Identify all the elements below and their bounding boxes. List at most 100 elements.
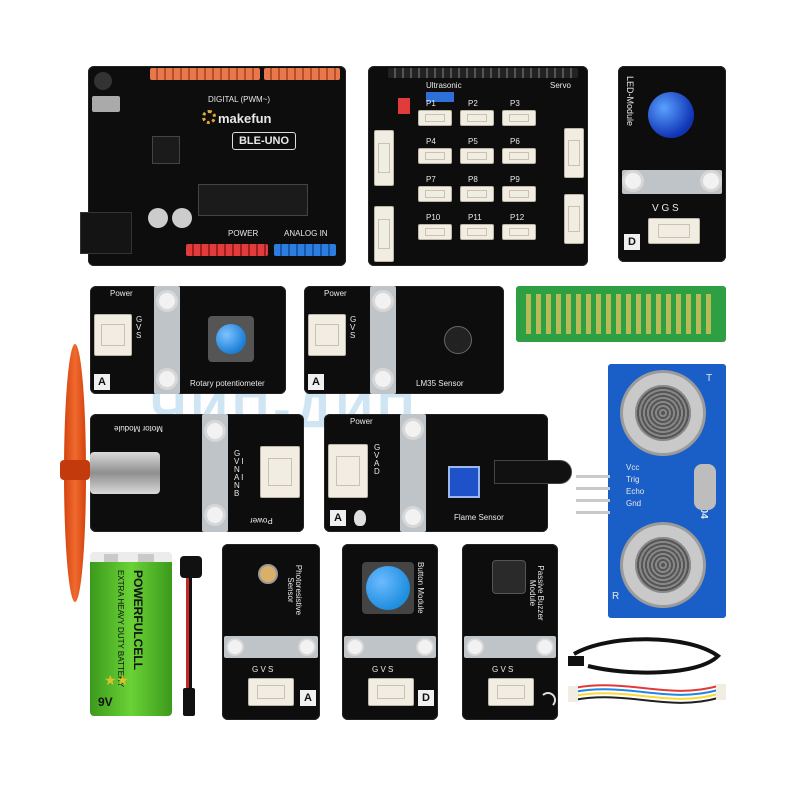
battery-terminal-1 <box>104 554 118 562</box>
battery-terminal-2 <box>138 554 154 562</box>
photoresistor <box>258 564 278 584</box>
wire-black <box>573 696 719 704</box>
mount-hole-top <box>402 418 424 440</box>
button-connector <box>368 678 414 706</box>
photo-connector <box>248 678 294 706</box>
shield-port-label: P2 <box>468 99 478 108</box>
power-header <box>186 244 268 256</box>
buzzer-module-board: Passive Buzzer Module G V S <box>462 544 558 720</box>
shield-port-connector <box>418 224 452 240</box>
mount-hole-top <box>204 420 226 442</box>
receiver-mesh <box>635 537 691 593</box>
photo-pin-labels: G V S <box>252 665 274 674</box>
flame-connector <box>328 444 368 498</box>
model-label: BLE-UNO <box>238 135 290 147</box>
lm35-pin-labels: G V S <box>350 315 357 340</box>
ultrasonic-port-label: Ultrasonic <box>426 81 462 90</box>
led-module-board: LED-Module V G S D <box>618 66 726 262</box>
pot-knob <box>216 324 246 354</box>
buzzer-module-title: Passive Buzzer Module <box>528 565 545 621</box>
digital-header-right <box>264 68 340 80</box>
shield-port-connector <box>418 110 452 126</box>
usb-cable <box>572 637 722 675</box>
motor-connector <box>260 446 300 498</box>
lm35-module-board: Power G V S A LM35 Sensor <box>304 286 504 394</box>
passive-buzzer <box>492 560 526 594</box>
pin-label-echo: Echo <box>626 487 645 496</box>
button-module-board: Button Module G V S D <box>342 544 438 720</box>
mount-hole-top <box>372 290 394 312</box>
button-mount-bar <box>344 636 436 658</box>
battery-voltage: 9V <box>98 695 113 709</box>
dc-motor <box>90 452 160 494</box>
shield-port-label: P3 <box>510 99 520 108</box>
motor-power-label: Power <box>250 516 273 525</box>
blue-led-dome <box>648 92 694 138</box>
sound-wave-icon <box>540 692 556 708</box>
wire-yellow <box>573 692 719 700</box>
shield-port-label: P5 <box>468 137 478 146</box>
led-pin-labels: V G S <box>652 203 679 214</box>
wire-connector-right <box>716 684 726 700</box>
mount-hole-right <box>536 638 554 656</box>
wire-blue <box>573 688 719 696</box>
buzzer-pin-labels: G V S <box>492 665 514 674</box>
green-header-board <box>516 286 726 342</box>
pot-pin-labels: G V S <box>136 315 143 340</box>
power-pin-label: POWER <box>228 229 259 238</box>
trim-potentiometer <box>448 466 480 498</box>
motor-module-board: Motor Module G V INA INB Power <box>90 414 304 532</box>
battery-snap <box>180 556 202 578</box>
led-module-title: LED-Module <box>625 76 635 127</box>
ultrasonic-header <box>426 92 454 102</box>
shield-port-connector <box>460 148 494 164</box>
wire-connector-left <box>568 686 578 702</box>
transmitter-can <box>620 370 706 456</box>
header-pins <box>526 294 716 334</box>
potentiometer-module-board: Power G V S A Rotary potentiometer <box>90 286 286 394</box>
shield-port-connector <box>460 224 494 240</box>
flame-module-badge: A <box>330 510 346 526</box>
analog-pin-label: ANALOG IN <box>284 229 328 238</box>
mount-hole-right <box>298 638 316 656</box>
lm35-module-badge: A <box>308 374 324 390</box>
shield-port-connector <box>460 186 494 202</box>
photoresistor-module-board: Photoresistive Sensor G V S A <box>222 544 320 720</box>
led-module-badge: D <box>624 234 640 250</box>
shield-port-label: P4 <box>426 137 436 146</box>
dc-barrel-plug <box>183 688 195 716</box>
star-icon: ★★ <box>104 672 130 688</box>
shield-port-connector <box>502 186 536 202</box>
jumper-red <box>398 98 410 114</box>
usb-port <box>92 96 120 112</box>
shield-port-label: P7 <box>426 175 436 184</box>
flame-power-label: Power <box>350 417 373 426</box>
battery-cable <box>186 578 192 688</box>
capacitor-1 <box>148 208 168 228</box>
lm35-module-title: LM35 Sensor <box>416 379 464 388</box>
button-pin-labels: G V S <box>372 665 394 674</box>
battery-type: EXTRA HEAVY DUTY BATTERY <box>116 570 125 688</box>
mount-hole-left <box>346 638 364 656</box>
button-module-title: Button Module <box>416 562 425 614</box>
shield-port-connector <box>418 148 452 164</box>
lm35-sensor-chip <box>444 326 472 354</box>
shield-port-connector <box>502 148 536 164</box>
pot-module-title: Rotary potentiometer <box>190 379 265 388</box>
atmega-chip <box>198 184 308 216</box>
reset-button <box>94 72 112 90</box>
mount-hole-left <box>622 170 644 192</box>
crystal-oscillator <box>694 464 716 510</box>
capacitor-2 <box>172 208 192 228</box>
model-frame: BLE-UNO <box>232 132 296 150</box>
mount-hole-right <box>700 170 722 192</box>
pot-power-label: Power <box>110 289 133 298</box>
side-connector-left-2 <box>374 206 394 262</box>
pot-module-badge: A <box>94 374 110 390</box>
side-connector-right-2 <box>564 194 584 244</box>
dc-jack <box>80 212 132 254</box>
receiver-can <box>620 522 706 608</box>
ultrasonic-sensor-board: T R HC-SR04 Vcc Trig Echo Gnd <box>608 364 726 618</box>
servo-port-label: Servo <box>550 81 571 90</box>
